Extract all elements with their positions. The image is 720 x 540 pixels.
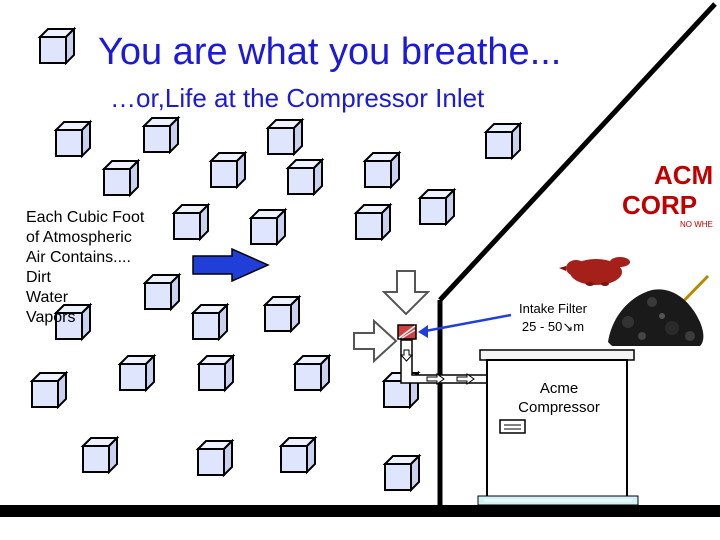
filter-label-line-1: Intake Filter <box>519 301 587 316</box>
air-cube-icon <box>192 304 228 340</box>
down-arrow-icon <box>381 270 431 316</box>
air-cube-icon <box>264 296 300 332</box>
air-cube-icon <box>173 204 209 240</box>
intro-line: Dirt <box>26 269 51 286</box>
page-subtitle: …or,Life at the Compressor Inlet <box>110 83 485 113</box>
air-cube-icon <box>103 160 139 196</box>
intro-line: Each Cubic Foot <box>26 209 145 226</box>
right-arrow-icon <box>353 318 398 364</box>
beaver-icon <box>559 257 630 286</box>
air-cube-icon <box>144 274 180 310</box>
air-cube-icon <box>419 189 455 225</box>
brand-tagline: NO WHE <box>680 220 713 229</box>
intake-pipe <box>399 339 488 385</box>
compressor-label-line-1: Acme <box>539 380 579 397</box>
air-cube-icon <box>198 355 234 391</box>
compressor-label-line-2: Compressor <box>518 399 600 416</box>
filter-label: Intake Filter 25 - 50↘m <box>514 300 592 336</box>
air-cube-icon <box>119 355 155 391</box>
intro-text: Each Cubic Foot of Atmospheric Air Conta… <box>26 208 144 328</box>
blue-arrow-icon <box>192 247 270 283</box>
air-cube-icon <box>31 372 67 408</box>
air-cube-icon <box>485 123 521 159</box>
air-cube-icon <box>39 28 75 64</box>
dirt-pile-icon <box>608 274 710 346</box>
filter-icon <box>397 324 417 340</box>
air-cube-icon <box>250 209 286 245</box>
air-cube-icon <box>55 121 91 157</box>
air-cube-icon <box>364 152 400 188</box>
air-cube-icon <box>280 437 316 473</box>
air-cube-icon <box>267 119 303 155</box>
brand-sign: ACM CORP NO WHE <box>622 160 720 230</box>
brand-line-2: CORP <box>622 190 698 220</box>
vent-icon <box>499 419 526 434</box>
brand-line-1: ACM <box>654 160 714 190</box>
air-cube-icon <box>197 440 233 476</box>
intro-line: of Atmospheric <box>26 229 132 246</box>
page-title: You are what you breathe... <box>98 31 562 73</box>
intro-line: Water <box>26 289 69 306</box>
air-cube-icon <box>294 355 330 391</box>
filter-pointer-line <box>419 313 512 334</box>
filter-pointer-head <box>418 325 428 338</box>
filter-label-line-2: 25 - 50↘m <box>521 319 585 334</box>
air-cube-icon <box>210 152 246 188</box>
intro-line: Air Contains.... <box>26 249 131 266</box>
building-roof <box>438 2 717 302</box>
air-cube-icon <box>82 437 118 473</box>
air-cube-icon <box>143 117 179 153</box>
ground-line <box>0 505 720 517</box>
air-cube-icon <box>287 159 323 195</box>
air-cube-icon <box>384 455 420 491</box>
air-cube-icon <box>355 204 391 240</box>
intro-line: Vapors <box>26 309 76 326</box>
compressor-label: Acme Compressor <box>500 379 618 417</box>
